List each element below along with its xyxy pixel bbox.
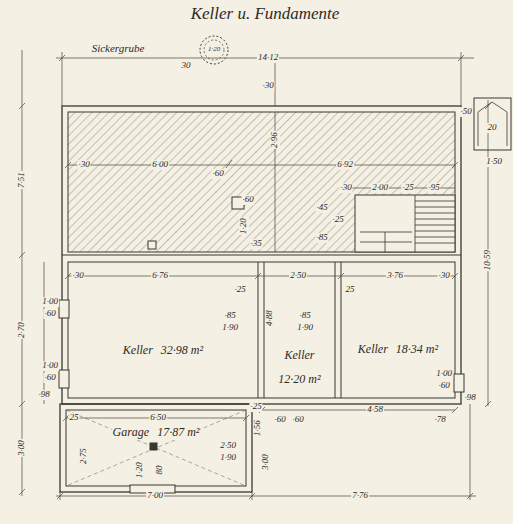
- dimension: 7·51: [17, 171, 27, 189]
- dimension: 30: [181, 61, 192, 71]
- dimension: ·35: [249, 239, 262, 249]
- dimension-line: [22, 50, 488, 500]
- dimension: 1·56: [253, 419, 263, 437]
- dimension: 3·76: [386, 271, 404, 281]
- dimension: ·78: [433, 415, 446, 425]
- room: Keller 32·98 m²: [68, 335, 258, 365]
- dimension: ·85: [298, 311, 311, 321]
- room-area: 17·87 m²: [156, 425, 200, 440]
- dimension: 3·00: [261, 453, 271, 471]
- room: Garage 17·87 m²: [66, 424, 246, 440]
- dimension: ·25: [331, 215, 344, 225]
- dimension: 2·50: [219, 441, 237, 451]
- dimension: 3·00: [17, 439, 27, 457]
- dimension: ·95: [427, 183, 440, 193]
- dimension: 10·59: [483, 249, 493, 271]
- dimension: ·60: [43, 373, 56, 383]
- dimension: 1·20: [135, 461, 145, 479]
- dimension: 20: [487, 123, 498, 133]
- dimension: 14·12: [257, 53, 279, 63]
- dimension: 7·76: [351, 491, 369, 501]
- dimension: ·60: [291, 415, 304, 425]
- stair-steps: [360, 195, 455, 252]
- dimension: 80: [155, 465, 165, 476]
- dimension: ·60: [211, 169, 224, 179]
- dimension: ·50: [459, 107, 472, 117]
- room: Keller 12·20 m²: [264, 344, 335, 390]
- garage-wall: [60, 404, 252, 492]
- seepage-pit-inner: [204, 40, 224, 60]
- garage-inner-wall: [66, 410, 246, 486]
- dimension: ·60: [437, 381, 450, 391]
- dimension: 1·50: [485, 157, 503, 167]
- dimension: ·30: [339, 183, 352, 193]
- dimension: ·60: [43, 309, 56, 319]
- wall: [62, 255, 461, 256]
- drain: [150, 443, 157, 450]
- dimension: 1·20: [239, 217, 249, 235]
- dimension: ·25: [249, 402, 262, 412]
- dimension: 25: [345, 285, 356, 295]
- room-name: Keller: [284, 348, 316, 363]
- room-area: 18·34 m²: [395, 342, 439, 357]
- foundation-hatch: [68, 112, 455, 252]
- dimension: 6·92: [336, 160, 354, 170]
- dimension: ·60: [241, 195, 254, 205]
- partition-wall: [258, 262, 341, 398]
- seepage-pit: [200, 36, 228, 64]
- dimension: 2·00: [371, 183, 389, 193]
- inner-wall: [68, 262, 455, 398]
- dimension: 6·00: [151, 160, 169, 170]
- dimension: 2·96: [270, 131, 280, 149]
- dimension: 6·50: [149, 413, 167, 423]
- pit-label: Sickergrube: [91, 42, 146, 54]
- dimension: ·60: [273, 415, 286, 425]
- room-area: 32·98 m²: [160, 343, 204, 358]
- dimension: 6·76: [151, 271, 169, 281]
- dimension-tick: [19, 55, 491, 499]
- dimension: 2·75: [79, 447, 89, 465]
- dimension: 2·50: [289, 271, 307, 281]
- outer-wall: [62, 106, 461, 404]
- dimension: 4·58: [366, 405, 384, 415]
- room: Keller 18·34 m²: [341, 334, 455, 364]
- dimension: ·25: [233, 285, 246, 295]
- floor-slope: [66, 410, 246, 486]
- dimension: ·25: [401, 183, 414, 193]
- dimension: ·30: [71, 271, 84, 281]
- window: [59, 370, 69, 388]
- room-area: 12·20 m²: [277, 372, 321, 387]
- dimension: 1·00: [41, 361, 59, 371]
- stair-well: [355, 195, 455, 252]
- dimension: 1·90: [221, 323, 239, 333]
- dimension: ·30: [437, 271, 450, 281]
- dimension: 25: [69, 413, 80, 423]
- dimension: 2·70: [17, 321, 27, 339]
- dimension: ·98: [463, 393, 476, 403]
- dimension: ·85: [223, 311, 236, 321]
- dimension: ·85: [315, 233, 328, 243]
- dimension: 1·00: [41, 297, 59, 307]
- dimension: 7·00: [146, 491, 164, 501]
- dimension: 1·00: [435, 369, 453, 379]
- dimension: ·30: [261, 81, 274, 91]
- annex-outline: [478, 102, 507, 146]
- dimension: ·98: [37, 390, 50, 400]
- chimney: [148, 241, 156, 249]
- room-name: Keller: [357, 342, 389, 357]
- annex: [474, 98, 511, 150]
- title: Keller u. Fundamente: [191, 4, 340, 24]
- dimension: 4·88: [265, 309, 275, 327]
- dimension: 1·90: [296, 323, 314, 333]
- window: [59, 300, 69, 318]
- dimension: ·45: [315, 203, 328, 213]
- dimension: 1·20: [207, 46, 221, 54]
- window: [454, 374, 464, 392]
- room-name: Garage: [112, 425, 151, 440]
- dimension: ·30: [77, 160, 90, 170]
- dimension: 1·90: [219, 453, 237, 463]
- room-name: Keller: [122, 343, 154, 358]
